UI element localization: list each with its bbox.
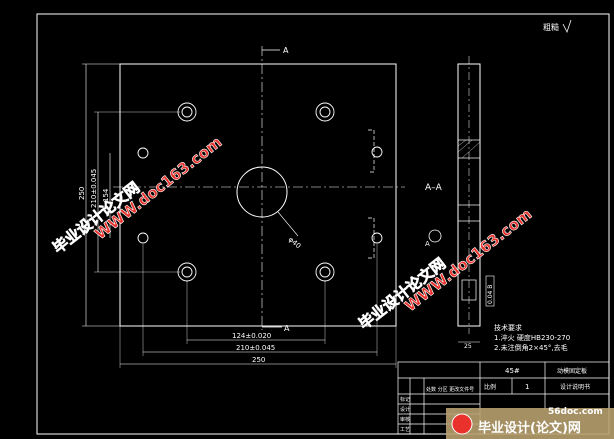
section-label-top: A (283, 46, 289, 55)
section-view: A–A 25 0.04 B A (425, 56, 495, 350)
footer-brand: 毕业设计(论文)网 (478, 420, 581, 436)
counterbore-hole (177, 102, 197, 122)
width-mid-dim: 210±0.045 (236, 344, 275, 352)
counterbore-hole (315, 102, 335, 122)
width-outer-dim: 250 (252, 356, 265, 364)
height-inner-dim: 210±0.045 (90, 169, 98, 208)
center-hole (236, 166, 288, 218)
drawing-frame (36, 13, 610, 435)
material: 45# (505, 367, 520, 375)
tech-item: 2.未注倒角2×45°,去毛 (494, 343, 568, 352)
pin-hole (137, 232, 149, 244)
logo-icon (451, 413, 473, 435)
watermark-right: 毕业设计论文网 WWW.doc163.com (355, 205, 536, 334)
row-label: 工艺 (400, 427, 410, 433)
side-thickness-dim: 25 (464, 343, 472, 350)
scale-label: 比例 (484, 383, 496, 391)
side-callout: 0.04 B (487, 285, 494, 304)
footer-watermark: 56doc.com 毕业设计(论文)网 (446, 407, 614, 439)
height-mid-dim: 154 (102, 188, 110, 202)
row-label: 设计 (400, 406, 410, 413)
counterbore-hole (177, 262, 197, 282)
watermark-site: WWW.doc163.com (401, 205, 535, 315)
drawing-number: 设计说明书 (560, 383, 590, 391)
datum-circle-icon (428, 229, 442, 243)
watermark-site: WWW.doc163.com (91, 133, 225, 243)
pin-hole (137, 147, 149, 159)
tech-item: 1.淬火 硬度HB230-270 (494, 333, 570, 342)
tech-title: 技术要求 (494, 323, 522, 332)
counterbore-hole (315, 262, 335, 282)
roughness-note: 粗糙 (543, 22, 559, 32)
scale-value: 1 (525, 383, 529, 391)
section-view-title: A–A (425, 183, 443, 193)
pin-hole (371, 232, 383, 244)
part-name: 动模固定板 (557, 367, 587, 375)
width-inner-dim: 124±0.020 (232, 332, 271, 340)
pin-hole (371, 146, 383, 158)
plate-outline (119, 63, 397, 327)
section-arrow-left: A (425, 240, 430, 248)
roughness-symbol-icon (562, 19, 572, 34)
row-label: 审核 (400, 416, 410, 423)
height-outer-dim: 250 (78, 187, 86, 200)
tech-requirements: 技术要求 1.淬火 硬度HB230-270 2.未注倒角2×45°,去毛 (494, 323, 570, 352)
main-plate-view: A A φ40 (78, 46, 405, 368)
row-label: 标记 (400, 396, 410, 403)
watermark-left: 毕业设计论文网 WWW.doc163.com (49, 133, 226, 258)
row-header: 处数 分区 更改文件号 (426, 386, 474, 393)
footer-url: 56doc.com (548, 407, 603, 417)
section-label-bottom: A (284, 324, 290, 333)
center-hole-dim: φ40 (287, 235, 303, 250)
